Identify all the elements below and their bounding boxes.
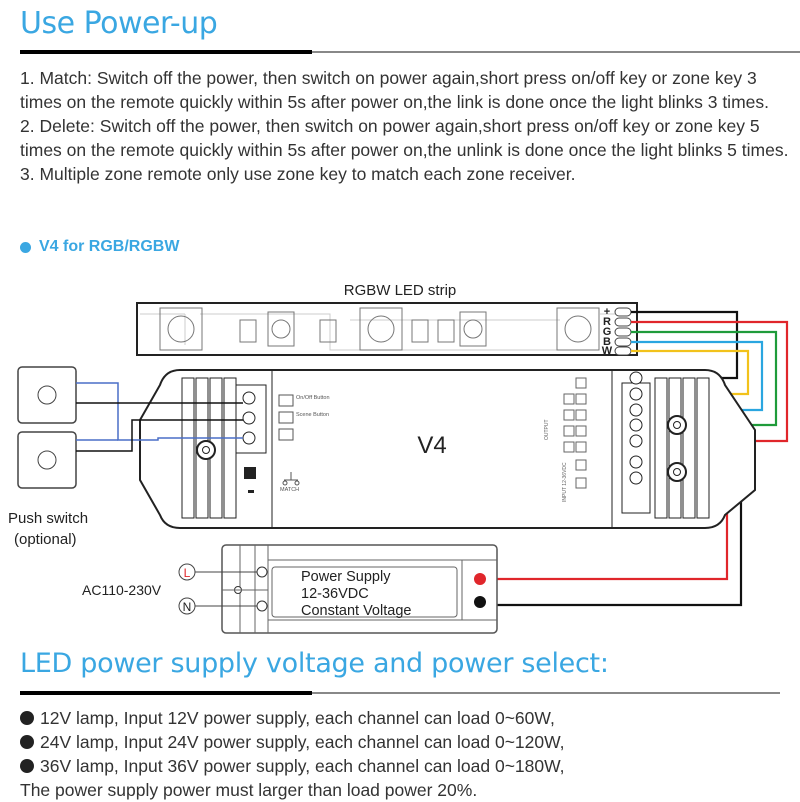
strip-pin-plus: + bbox=[604, 306, 610, 318]
list-item: 24V lamp, Input 24V power supply, each c… bbox=[20, 730, 565, 754]
push-switch bbox=[17, 366, 243, 489]
section-title: LED power supply voltage and power selec… bbox=[20, 648, 609, 679]
instruction-match: 1. Match: Switch off the power, then swi… bbox=[20, 68, 769, 112]
strip-pin-w: W bbox=[602, 345, 613, 357]
neutral-terminal bbox=[178, 597, 196, 615]
instruction-delete: 2. Delete: Switch off the power, then sw… bbox=[20, 116, 789, 160]
controller-model: V4 bbox=[417, 432, 446, 459]
title-divider bbox=[20, 50, 800, 54]
push-switch-2[interactable] bbox=[17, 431, 77, 489]
psu-voltage: 12-36VDC bbox=[301, 586, 369, 602]
push-switch-1[interactable] bbox=[17, 366, 77, 424]
power-note: The power supply power must larger than … bbox=[20, 780, 478, 800]
power-select-list: 12V lamp, Input 12V power supply, each c… bbox=[20, 706, 565, 802]
bullet-icon bbox=[20, 759, 34, 773]
live-terminal bbox=[178, 563, 196, 581]
match-label: MATCH bbox=[280, 487, 299, 493]
instruction-multizone: 3. Multiple zone remote only use zone ke… bbox=[20, 164, 576, 184]
strip-pin-g: G bbox=[603, 326, 612, 338]
strip-label: RGBW LED strip bbox=[344, 282, 457, 299]
page-title: Use Power-up bbox=[20, 6, 218, 41]
led-strip: + R G B W bbox=[136, 302, 638, 357]
push-switch-label: Push switch bbox=[8, 510, 88, 527]
bullet-icon bbox=[20, 241, 31, 253]
strip-pin-r: R bbox=[603, 316, 611, 328]
bullet-icon bbox=[20, 735, 34, 749]
input-label: INPUT 12-36VDC bbox=[562, 462, 568, 502]
neutral-label: N bbox=[183, 600, 192, 614]
scene-button-label: Scene Button bbox=[296, 412, 329, 418]
wiring-diagram: RGBW LED strip + R G B W bbox=[8, 282, 789, 634]
output-label: OUTPUT bbox=[544, 419, 550, 440]
list-item: 12V lamp, Input 12V power supply, each c… bbox=[20, 706, 565, 730]
bullet-icon bbox=[20, 711, 34, 725]
strip-pin-b: B bbox=[603, 336, 611, 348]
ac-input-label: AC110-230V bbox=[82, 582, 162, 598]
subheading-text: V4 for RGB/RGBW bbox=[39, 238, 180, 255]
psu-type: Constant Voltage bbox=[301, 603, 411, 619]
list-item: 36V lamp, Input 36V power supply, each c… bbox=[20, 754, 565, 778]
psu-title: Power Supply bbox=[301, 569, 391, 585]
instructions: 1. Match: Switch off the power, then swi… bbox=[20, 66, 790, 186]
power-supply: Power Supply 12-36VDC Constant Voltage bbox=[221, 544, 498, 634]
section-divider bbox=[20, 691, 780, 695]
push-switch-sublabel: (optional) bbox=[14, 531, 77, 548]
live-label: L bbox=[184, 566, 191, 580]
subheading: V4 for RGB/RGBW bbox=[20, 238, 179, 256]
v4-controller: On/Off Button Scene Button MATCH V4 OUTP… bbox=[139, 369, 756, 529]
onoff-button-label: On/Off Button bbox=[296, 395, 330, 401]
